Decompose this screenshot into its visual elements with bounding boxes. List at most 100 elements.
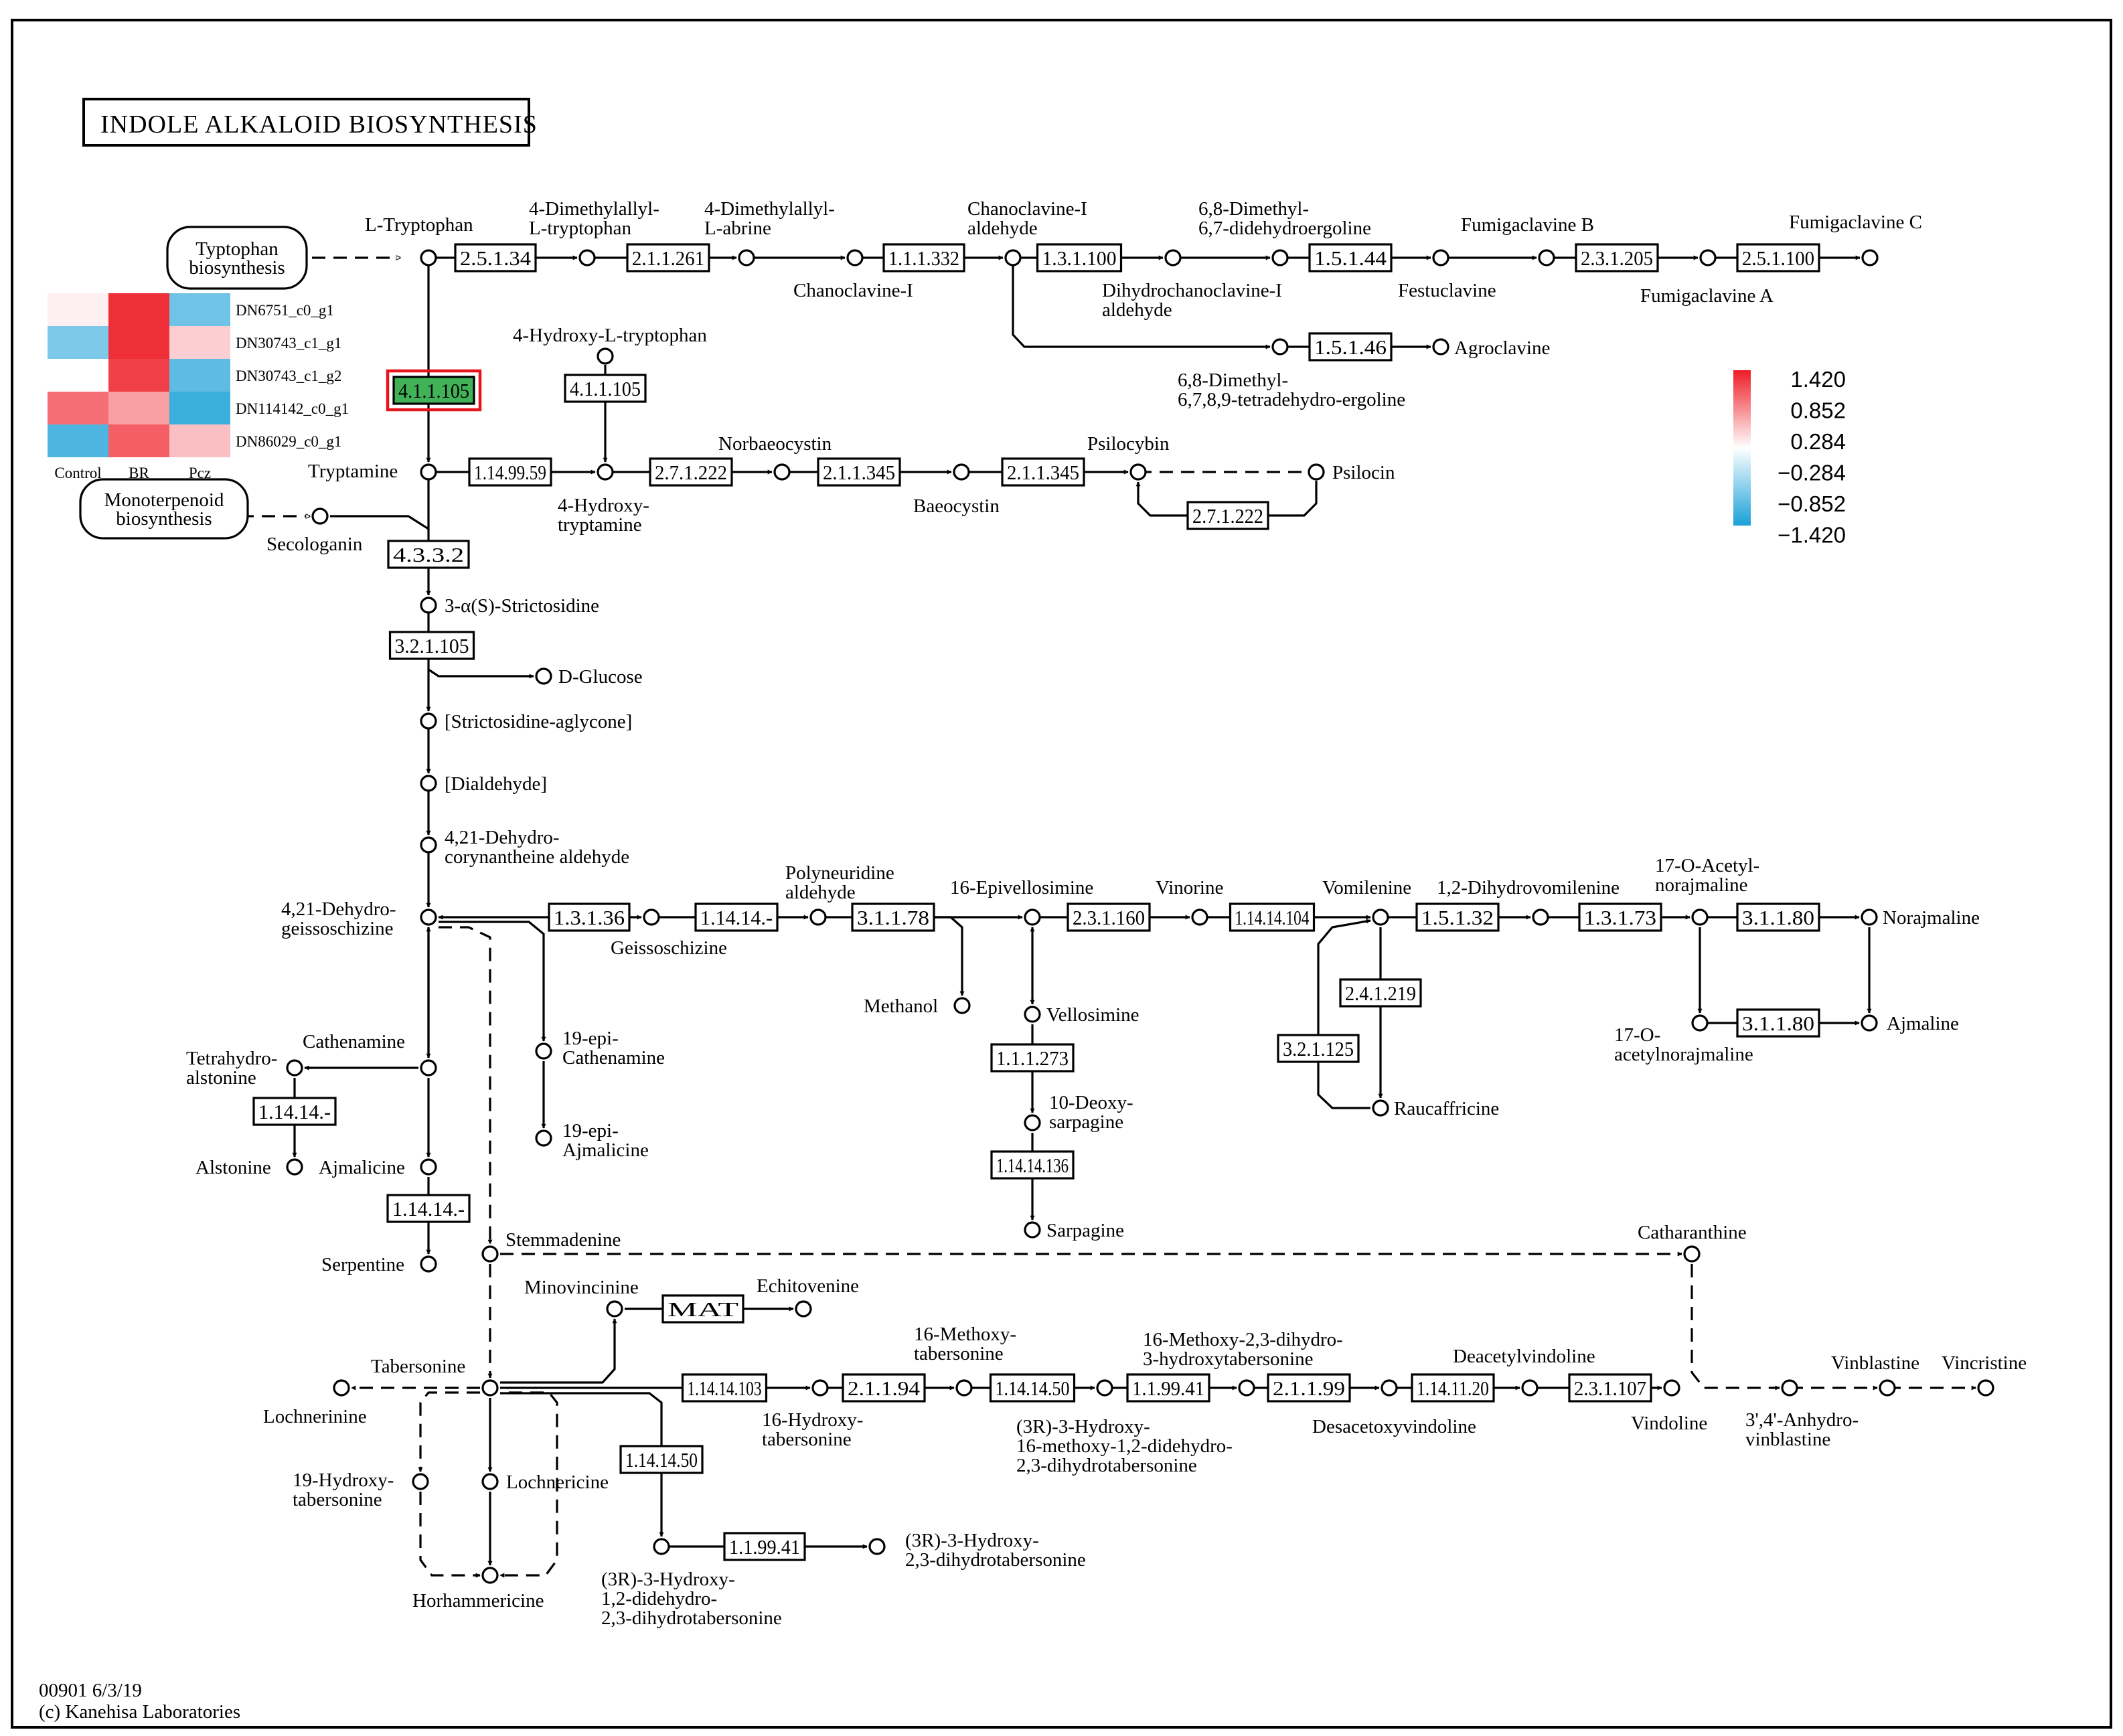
enzyme-box-e25[interactable]: 3.1.1.80	[1736, 902, 1820, 932]
compound-node-tde[interactable]	[1271, 338, 1289, 356]
compound-node-norb[interactable]	[773, 463, 791, 481]
enzyme-box-e36[interactable]: 1.14.14.50	[989, 1373, 1076, 1403]
compound-node-acnor[interactable]	[1691, 909, 1709, 926]
enzyme-box-e13[interactable]: 2.1.1.345	[817, 457, 901, 487]
compound-node-meth[interactable]	[953, 997, 971, 1014]
enzyme-box-e4[interactable]: 1.3.1.100	[1036, 243, 1123, 272]
compound-node-h19[interactable]	[412, 1473, 429, 1490]
enzyme-box-e1[interactable]: 2.5.1.34	[454, 243, 537, 272]
compound-node-fuma[interactable]	[1699, 249, 1717, 266]
compound-node-epiv[interactable]	[1024, 909, 1041, 926]
enzyme-box-e11[interactable]: 1.14.99.59	[468, 457, 552, 487]
compound-node-ltrp[interactable]	[420, 249, 437, 266]
enzyme-box-e37[interactable]: 1.1.99.41	[1126, 1373, 1210, 1403]
enzyme-box-e32[interactable]: 1.14.14.-	[386, 1194, 471, 1223]
enzyme-box-e40[interactable]: 2.3.1.107	[1568, 1373, 1652, 1403]
compound-node-lochn[interactable]	[333, 1379, 350, 1397]
enzyme-box-e6[interactable]: 2.3.1.205	[1575, 243, 1659, 272]
enzyme-box-e5[interactable]: 1.5.1.44	[1308, 243, 1393, 272]
compound-node-psy[interactable]	[1129, 463, 1147, 481]
compound-node-chca[interactable]	[1004, 249, 1022, 266]
compound-node-geis2[interactable]	[643, 909, 660, 926]
enzyme-box-e22[interactable]: 1.14.14.104	[1229, 902, 1316, 932]
compound-node-sarp[interactable]	[1024, 1221, 1041, 1239]
enzyme-box-e42[interactable]: 1.1.99.41	[723, 1532, 806, 1561]
compound-node-minov[interactable]	[606, 1300, 623, 1318]
compound-node-epic[interactable]	[535, 1042, 552, 1060]
enzyme-box-e31[interactable]: 1.14.14.-	[252, 1097, 337, 1126]
compound-node-fumc[interactable]	[1861, 249, 1879, 266]
compound-node-dhv[interactable]	[1532, 909, 1549, 926]
compound-node-vinc[interactable]	[1977, 1379, 1994, 1397]
compound-node-serp[interactable]	[420, 1255, 437, 1273]
compound-node-ajml[interactable]	[420, 1158, 437, 1176]
enzyme-box-e2[interactable]: 2.1.1.261	[626, 243, 710, 272]
compound-node-mtab[interactable]	[955, 1379, 973, 1397]
compound-node-dmal[interactable]	[738, 249, 755, 266]
enzyme-box-e15[interactable]: 2.7.1.222	[1186, 501, 1269, 530]
enzyme-box-e8[interactable]: 1.5.1.46	[1308, 332, 1393, 362]
enzyme-box-e27[interactable]: 2.4.1.219	[1339, 978, 1422, 1008]
enzyme-box-e16[interactable]: 4.3.3.2	[387, 540, 470, 569]
enzyme-box-e9[interactable]: 4.1.1.105	[386, 369, 482, 412]
compound-node-dhca[interactable]	[1164, 249, 1182, 266]
enzyme-box-e26[interactable]: 3.1.1.80	[1736, 1008, 1820, 1038]
compound-node-deox[interactable]	[1024, 1114, 1041, 1131]
enzyme-box-e23[interactable]: 1.5.1.32	[1415, 902, 1500, 932]
compound-node-epia[interactable]	[535, 1129, 552, 1147]
compound-node-dmat[interactable]	[578, 249, 596, 266]
compound-node-anh[interactable]	[1781, 1379, 1798, 1397]
compound-node-htrypt[interactable]	[597, 463, 614, 481]
enzyme-box-e30[interactable]: 1.14.14.136	[990, 1150, 1075, 1180]
compound-node-tha[interactable]	[286, 1059, 303, 1077]
compound-node-psc[interactable]	[1308, 463, 1325, 481]
enzyme-box-e29[interactable]: 1.1.1.273	[990, 1043, 1075, 1073]
compound-node-rhd[interactable]	[653, 1538, 670, 1555]
compound-node-dac[interactable]	[1381, 1379, 1398, 1397]
compound-node-poly[interactable]	[809, 909, 827, 926]
enzyme-box-e35[interactable]: 2.1.1.94	[842, 1373, 926, 1403]
compound-node-catha[interactable]	[1683, 1245, 1701, 1263]
compound-node-vinb[interactable]	[1879, 1379, 1896, 1397]
enzyme-box-e41[interactable]: 1.14.14.50	[619, 1445, 704, 1474]
compound-node-rhdh[interactable]	[868, 1538, 886, 1555]
enzyme-box-e33[interactable]: MAT	[661, 1294, 744, 1324]
compound-node-alst[interactable]	[286, 1158, 303, 1176]
compound-node-rauc[interactable]	[1372, 1099, 1389, 1117]
compound-node-ajm[interactable]	[1861, 1014, 1878, 1032]
compound-node-dde[interactable]	[1271, 249, 1289, 266]
compound-node-baeo[interactable]	[953, 463, 970, 481]
compound-node-geiss[interactable]	[420, 909, 437, 926]
compound-node-tabs[interactable]	[481, 1379, 499, 1397]
compound-node-vino[interactable]	[1191, 909, 1208, 926]
compound-node-fes[interactable]	[1432, 249, 1449, 266]
compound-node-lochc[interactable]	[481, 1473, 499, 1490]
enzyme-box-e28[interactable]: 3.2.1.125	[1277, 1034, 1360, 1063]
enzyme-box-e21[interactable]: 2.3.1.160	[1067, 902, 1151, 932]
enzyme-box-e20[interactable]: 3.1.1.78	[851, 902, 935, 932]
compound-node-echi[interactable]	[795, 1300, 812, 1318]
compound-node-vomi[interactable]	[1372, 909, 1389, 926]
enzyme-box-e3[interactable]: 1.1.1.332	[882, 243, 965, 272]
enzyme-box-e14[interactable]: 2.1.1.345	[1001, 457, 1085, 487]
compound-node-nor[interactable]	[1861, 909, 1878, 926]
enzyme-box-e24[interactable]: 1.3.1.73	[1578, 902, 1662, 932]
enzyme-box-e7[interactable]: 2.5.1.100	[1736, 243, 1820, 272]
compound-node-stem[interactable]	[481, 1245, 499, 1263]
compound-node-vind[interactable]	[1663, 1379, 1680, 1397]
compound-node-coryn[interactable]	[420, 836, 437, 854]
enzyme-box-e19[interactable]: 1.14.14.-	[694, 902, 779, 932]
enzyme-box-e12[interactable]: 2.7.1.222	[649, 457, 733, 487]
compound-node-htab[interactable]	[811, 1379, 829, 1397]
compound-node-fumb[interactable]	[1538, 249, 1555, 266]
enzyme-box-e10[interactable]: 4.1.1.105	[564, 374, 647, 403]
compound-node-agro[interactable]	[1432, 338, 1449, 356]
compound-node-glu[interactable]	[535, 667, 552, 685]
compound-node-agly[interactable]	[420, 712, 437, 730]
compound-node-trypt[interactable]	[420, 463, 437, 481]
compound-node-mdh[interactable]	[1238, 1379, 1255, 1397]
compound-node-dxv[interactable]	[1521, 1379, 1539, 1397]
compound-node-cath[interactable]	[420, 1059, 437, 1077]
